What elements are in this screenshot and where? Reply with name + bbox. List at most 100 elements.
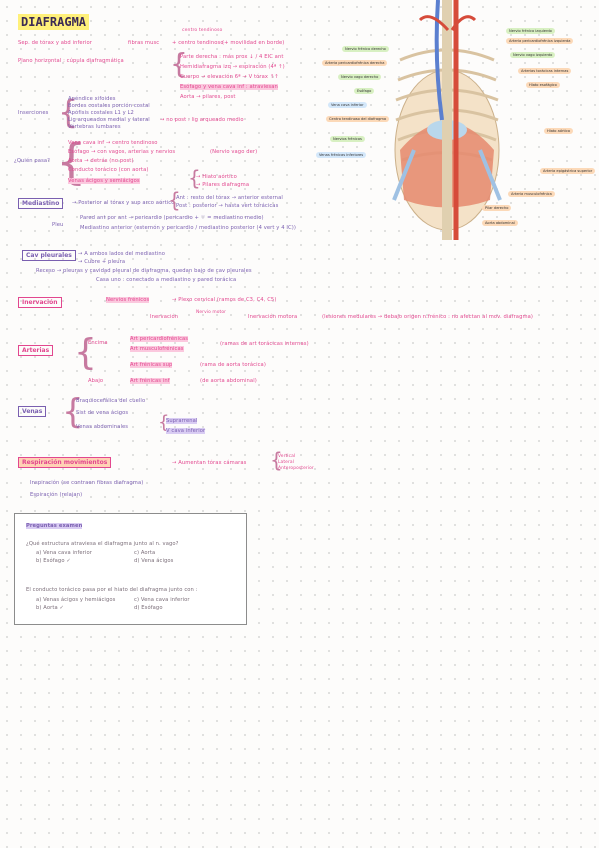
anatomy-label: Nervio frénico izquierdo (506, 28, 555, 34)
anatomy-label: Centro tendinoso del diafragma (326, 116, 390, 123)
brace-icon: { (158, 412, 170, 433)
arteria-note: (ramas de art torácicas internas) (220, 341, 309, 347)
arterias-encima: Encima (88, 340, 108, 346)
arteria-item: Art frénicas sup (130, 362, 173, 368)
arteria-item: Art musculofrénicas (130, 346, 184, 352)
exam-option: c) Vena cava inferior (134, 597, 190, 603)
exam-option: a) Vena cava inferior (36, 550, 92, 556)
vena-item: V cava inferior (166, 428, 206, 434)
anatomy-label: Nervio vago derecho (338, 74, 382, 80)
brace-icon: { (62, 392, 84, 432)
exam-option: b) Aorta ✓ (36, 605, 64, 611)
pasa-extra: (Nervio vago der) (210, 149, 258, 155)
resp-item: Espiración (relajan) (30, 492, 83, 498)
cupula-item: Esófago y vena cava inf : atraviesan (180, 84, 278, 90)
cav-text: Receso → pleuras y cavidad pleural de di… (36, 268, 252, 274)
anatomy-label: Arteria musculofrénica (508, 191, 555, 197)
anatomy-label: Arteria pericardiofrénica izquierda (506, 38, 574, 44)
brace-icon: { (74, 332, 97, 373)
pasa-item: Aorta → detrás (no post) (68, 158, 134, 164)
anatomy-label: Vena cava inferior (328, 102, 367, 108)
exam-question: El conducto torácico pasa por el hiato d… (26, 587, 198, 593)
exam-option: d) Vena ácigos (134, 558, 174, 564)
anatomy-label: Hiato aórtico (544, 128, 574, 134)
pleu-text: Mediastino anterior (esternón y pericard… (80, 225, 296, 231)
pasa-extra: → Pilares diafragma (196, 182, 250, 188)
inervacion-b: Inervación (150, 314, 179, 320)
anatomy-label: Nervios frénicos (330, 136, 365, 142)
cav-text: → A ambos lados del mediastino (78, 251, 166, 257)
exam-question: ¿Qué estructura atraviesa el diafragma j… (26, 541, 179, 547)
resp-dir: Vertical (278, 454, 296, 459)
arterias-label: Arterias (18, 345, 54, 356)
inserciones-label: Inserciones (18, 110, 49, 116)
anatomy-label: Esófago (354, 88, 375, 94)
intro-line2: Plano horizontal : cúpula diafragmática (18, 58, 124, 64)
exam-option: b) Esófago ✓ (36, 558, 71, 564)
cav-text: → Cubre + pleura (78, 259, 126, 265)
page-title: DIAFRAGMA (18, 14, 90, 30)
mediastino-label: Mediastino (18, 198, 64, 209)
exam-title: Preguntas examen (26, 523, 83, 529)
insercion-item: Bordes costales porción costal (68, 103, 150, 109)
insercion-note: → no post : lig arqueado medio (160, 117, 244, 123)
arteria-item: Art frénicas inf (130, 378, 170, 384)
vena-item: Venas abdominales (76, 424, 129, 430)
intro-line1-a: Sep. de tórax y abd inferior (18, 40, 93, 46)
arteria-item: Art pericardiofrénicas (130, 336, 189, 342)
intro-top-note: centro tendinoso (182, 28, 223, 33)
brace-icon: { (168, 188, 181, 212)
resp-dir: Lateral (278, 460, 294, 465)
insercion-item: Vértebras lumbares (68, 124, 121, 130)
mediastino-text: → Posterior al tórax y sup arco aórtico (72, 200, 175, 206)
anatomy-label: Arteria epigástrica superior (540, 168, 596, 174)
intro-line1-b: fibras musc (128, 40, 160, 46)
pasa-item: Conducto torácico (con aorta) (68, 167, 149, 173)
quien-pasa-label: ¿Quién pasa? (14, 158, 51, 164)
mediastino-text: Post : posterior → hasta vert torácicas (176, 203, 279, 209)
intro-line1-d: (+ movilidad en borde) (222, 40, 285, 46)
diaphragm-anatomy-illustration (392, 0, 502, 240)
respiracion-label: Respiración movimientos (18, 457, 112, 468)
anatomy-label: Nervio frénico derecho (342, 46, 389, 52)
insercion-item: Apófisis costales L1 y L2 (68, 110, 134, 116)
pleu-label: Pleu (52, 222, 64, 228)
resp-dir: Anteroposterior (278, 466, 314, 471)
anatomy-label: Aorta abdominal (482, 220, 518, 226)
cav-text: Casa uno : conectado a mediastino y pare… (96, 277, 237, 283)
insercion-item: Apéndice xifoides (68, 96, 116, 102)
arteria-note: (de aorta abdominal) (200, 378, 257, 384)
cupula-item: Cuerpo → elevación 6ª → V tórax ↑↑ (180, 74, 279, 80)
cupula-item: Aorta → pilares, post (180, 94, 236, 100)
pasa-extra: → Hiato aórtico (196, 174, 237, 180)
respiracion-text: → Aumentan tórax cámaras (172, 460, 247, 466)
brace-icon: { (270, 448, 283, 472)
exam-option: a) Venas ácigos y hemiácigos (36, 597, 116, 603)
brace-icon: { (58, 93, 79, 131)
vena-item: Braquiocefálica del cuello (76, 398, 146, 404)
anatomy-label: Nervio vago izquierdo (510, 52, 556, 58)
exam-box (14, 513, 247, 625)
mediastino-text: Ant : resto del tórax → anterior esterna… (176, 195, 283, 201)
inervacion-label: Inervación (18, 297, 62, 308)
exam-option: d) Esófago (134, 605, 163, 611)
vena-item: Sist de vena ácigos (76, 410, 129, 416)
pasa-item: Venas ácigos y semiácigos (68, 178, 140, 184)
insercion-item: Lig arqueados medial y lateral (68, 117, 150, 123)
inervacion-a1: → Plexo cervical (ramos de C3, C4, C5) (172, 297, 277, 303)
inervacion-a: Nervios frénicos (106, 297, 150, 303)
cupula-item: Parte derecha : más prox ↓ / 4 EIC ant (180, 54, 284, 60)
pleu-text: Pared ant por ant → pericardio (pericard… (80, 215, 264, 221)
pasa-item: Vena cava inf → centro tendinoso (68, 140, 158, 146)
inervacion-b1: Nervio motor (196, 310, 227, 315)
intro-line1-c: + centro tendinoso (172, 40, 224, 46)
anatomy-label: Venas frénicas inferiores (316, 152, 367, 158)
vena-item: Suprarrenal (166, 418, 198, 424)
arterias-abajo: Abajo (88, 378, 104, 384)
anatomy-label: Pilar derecho (482, 205, 512, 211)
inervacion-b3: (lesiones medulares → debajo origen n.fr… (322, 314, 534, 320)
brace-icon: { (188, 166, 201, 190)
anatomy-label: Arteria pericardiofrénica derecha (322, 60, 388, 66)
arteria-note: (rama de aorta torácica) (200, 362, 266, 368)
brace-icon: { (170, 47, 188, 80)
